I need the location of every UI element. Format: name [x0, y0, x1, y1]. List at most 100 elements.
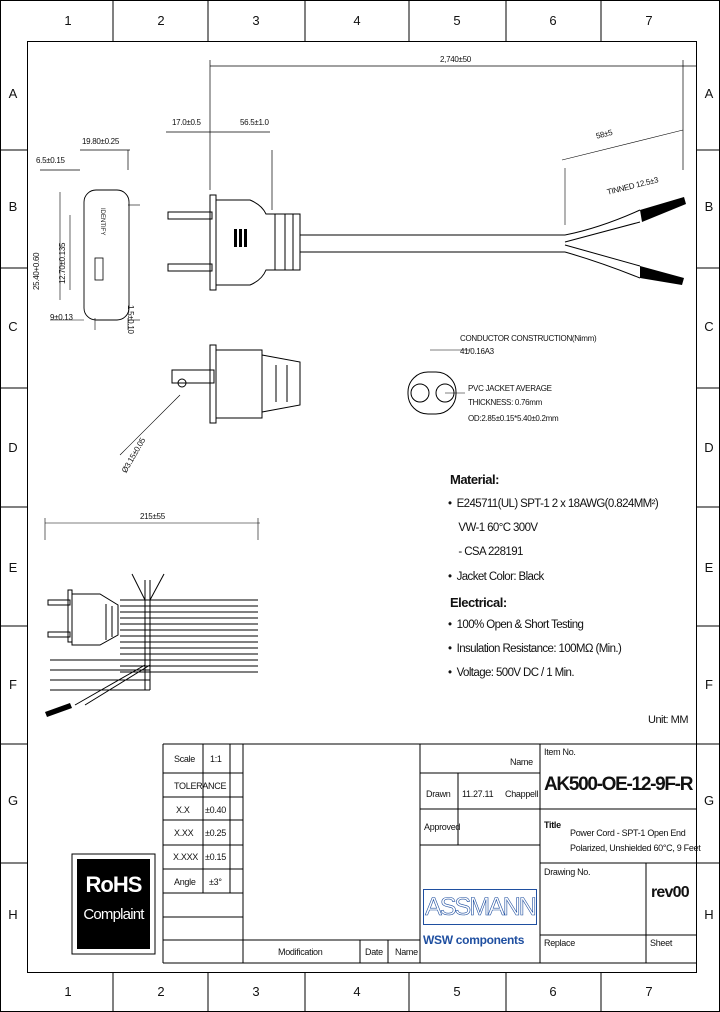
- drawing-no-label: Drawing No.: [544, 867, 591, 877]
- cable-cross-section: [407, 349, 470, 415]
- col-label: 2: [157, 984, 165, 999]
- row-label: F: [705, 677, 713, 692]
- plug-side-view-middle: [119, 344, 301, 456]
- material-heading: Material:: [450, 472, 499, 487]
- col-label: 1: [64, 13, 72, 28]
- col-label: 1: [64, 984, 72, 999]
- row-label: F: [9, 677, 17, 692]
- item-number: AK500-OE-12-9F-R: [544, 774, 693, 795]
- row-label: E: [8, 560, 18, 575]
- rohs-badge: [77, 859, 150, 949]
- electrical-heading: Electrical:: [450, 595, 507, 610]
- dim-boot-length: 56.5±1.0: [240, 118, 269, 127]
- rohs-subtitle: Complaint: [83, 906, 144, 923]
- row-label: B: [8, 199, 18, 214]
- material-item: • E245711(UL) SPT-1 2 x 18AWG(0.824MM²): [448, 498, 659, 510]
- material-item: • Jacket Color: Black: [448, 571, 544, 583]
- col-label: 2: [157, 13, 165, 28]
- plug-side-view-top: [167, 129, 684, 291]
- inner-border: [27, 41, 697, 973]
- tolerance-value: ±3°: [209, 877, 222, 887]
- assmann-logo: ASSMANN: [423, 889, 537, 925]
- date-label: Date: [365, 947, 383, 957]
- scale-value: 1:1: [210, 754, 222, 764]
- revision: rev00: [651, 884, 690, 901]
- title-block-grid: [162, 743, 697, 964]
- row-label: G: [703, 793, 715, 808]
- row-label: E: [704, 560, 714, 575]
- material-item: VW-1 60°C 300V: [448, 522, 538, 534]
- conductor-construction-value: 41/0.16A3: [460, 347, 494, 356]
- unit-label: Unit: MM: [648, 714, 689, 726]
- drawn-label: Drawn: [426, 789, 451, 799]
- right-ruler: [697, 149, 720, 864]
- electrical-item: • Insulation Resistance: 100MΩ (Min.): [448, 643, 622, 655]
- title-line: Polarized, Unshielded 60°C, 9 Feet: [570, 843, 701, 853]
- row-label: B: [704, 199, 714, 214]
- jacket-thickness: THICKNESS: 0.76mm: [468, 398, 543, 407]
- col-label: 5: [453, 984, 461, 999]
- electrical-item: • 100% Open & Short Testing: [448, 619, 584, 631]
- logo-box: [421, 889, 539, 937]
- top-ruler: [112, 0, 602, 41]
- conductor-construction-label: CONDUCTOR CONSTRUCTION(Nimm): [460, 334, 597, 343]
- name2-label: Name: [395, 947, 418, 957]
- drawn-name: Chappell: [505, 789, 539, 799]
- col-label: 6: [549, 984, 557, 999]
- col-label: 7: [645, 13, 653, 28]
- col-label: 3: [252, 984, 260, 999]
- coil-view: [44, 518, 260, 706]
- tolerance-key: X.X: [176, 805, 190, 815]
- row-label: H: [704, 907, 714, 922]
- tolerance-key: X.XXX: [173, 852, 199, 862]
- col-label: 5: [453, 13, 461, 28]
- replace-label: Replace: [544, 938, 575, 948]
- row-label: C: [8, 319, 18, 334]
- electrical-item: • Voltage: 500V DC / 1 Min.: [448, 667, 575, 679]
- name-label: Name: [510, 757, 533, 767]
- col-label: 3: [252, 13, 260, 28]
- tolerance-value: ±0.40: [205, 805, 226, 815]
- dim-pin-thickness: 1.5±0.10: [126, 305, 135, 334]
- sheet-label: Sheet: [650, 938, 673, 948]
- rohs-box: [71, 853, 156, 955]
- brand-name: ASSMANN: [425, 892, 537, 921]
- col-label: 4: [353, 984, 361, 999]
- bottom-ruler: [112, 972, 602, 1012]
- title-line: Power Cord - SPT-1 Open End: [570, 828, 686, 838]
- left-ruler: [0, 149, 27, 864]
- row-label: D: [704, 440, 714, 455]
- dim-overall-length: 2,740±50: [440, 55, 471, 64]
- dim-plug-height: 19.80±0.25: [82, 137, 119, 146]
- tolerance-key: Angle: [174, 877, 196, 887]
- approved-label: Approved: [424, 822, 461, 832]
- tolerance-value: ±0.25: [205, 828, 226, 838]
- cable-od: OD:2.85±0.15*5.40±0.2mm: [468, 414, 559, 423]
- jacket-label: PVC JACKET AVERAGE: [468, 384, 552, 393]
- dim-coil-length: 215±55: [140, 512, 165, 521]
- row-label: G: [7, 793, 19, 808]
- row-label: A: [704, 86, 714, 101]
- row-label: D: [8, 440, 18, 455]
- row-label: C: [704, 319, 714, 334]
- col-label: 4: [353, 13, 361, 28]
- rohs-title: RoHS: [85, 872, 143, 897]
- modification-label: Modification: [278, 947, 323, 957]
- col-label: 6: [549, 13, 557, 28]
- tolerance-label: TOLERANCE: [174, 781, 227, 791]
- col-label: 7: [645, 984, 653, 999]
- row-label: H: [8, 907, 18, 922]
- tolerance-value: ±0.15: [205, 852, 226, 862]
- dim-plug-width: 17.0±0.5: [172, 118, 201, 127]
- row-label: A: [8, 86, 18, 101]
- title-label: Title: [544, 820, 561, 830]
- plug-identify-text: IDENTIFY: [99, 208, 105, 236]
- dim-pin-inner: 12.70±0.135: [58, 242, 67, 284]
- material-item: - CSA 228191: [448, 546, 523, 558]
- dim-pin-spacing: 25.40+0.60: [32, 252, 41, 290]
- item-no-label: Item No.: [544, 747, 576, 757]
- tolerance-key: X.XX: [174, 828, 194, 838]
- scale-label: Scale: [174, 754, 196, 764]
- brand-subtitle: WSW components: [423, 933, 525, 947]
